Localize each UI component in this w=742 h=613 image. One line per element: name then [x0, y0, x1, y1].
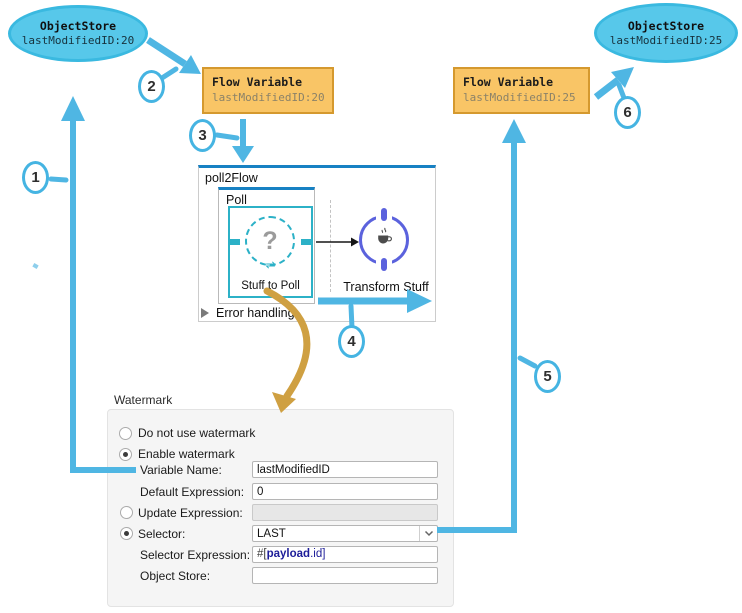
radio-do-not-use-watermark[interactable]	[119, 427, 132, 440]
question-mark-glyph: ?	[262, 226, 278, 255]
stray-mark	[32, 263, 39, 269]
connector-dash-bottom-icon	[381, 258, 387, 271]
chevron-down-icon	[419, 526, 437, 541]
expander-triangle-icon	[201, 308, 209, 318]
step-badge-1: 1	[22, 161, 49, 194]
step-badge-4: 4	[338, 325, 365, 358]
selector-label: Selector:	[138, 527, 186, 541]
flow-variable-start-title: Flow Variable	[212, 75, 303, 89]
object-store-start-value: lastModifiedID:20	[21, 34, 135, 47]
error-handling-label: Error handling	[216, 306, 295, 320]
step-6-arrow	[593, 67, 634, 100]
selector-dropdown-value: LAST	[257, 527, 286, 540]
update-expression-input	[252, 504, 438, 521]
stuff-to-poll-component[interactable]: ? ⇌ Stuff to Poll	[228, 206, 313, 298]
error-handling-expander[interactable]: Error handling	[201, 306, 295, 320]
selector-expression-input[interactable]: #[payload.id]	[252, 546, 438, 563]
default-expression-label: Default Expression:	[140, 485, 245, 499]
selector-expression-label: Selector Expression:	[140, 548, 251, 562]
object-store-end-node: ObjectStore lastModifiedID:25	[594, 3, 738, 63]
object-store-start-node: ObjectStore lastModifiedID:20	[8, 5, 148, 62]
selector-dropdown[interactable]: LAST	[252, 525, 438, 542]
object-store-input[interactable]	[252, 567, 438, 584]
flow-variable-end-title: Flow Variable	[463, 75, 554, 89]
step-badge-3: 3	[189, 119, 216, 152]
expression-object: payload	[266, 548, 311, 560]
step-badge-6: 6	[614, 96, 641, 129]
radio-do-not-use-watermark-label: Do not use watermark	[138, 426, 256, 440]
step-3-arrow	[232, 119, 254, 163]
flow-name: poll2Flow	[205, 171, 258, 185]
object-store-end-value: lastModifiedID:25	[609, 33, 723, 47]
variable-name-input[interactable]	[252, 461, 438, 478]
expression-suffix: .id]	[310, 548, 326, 560]
watermark-panel-title: Watermark	[114, 393, 173, 407]
flow-variable-end-node: Flow Variable lastModifiedID:25	[453, 67, 590, 114]
stuff-to-poll-label: Stuff to Poll	[241, 280, 300, 292]
object-store-start-title: ObjectStore	[39, 19, 117, 33]
connector-dash-top-icon	[381, 208, 387, 221]
exchange-arrows-icon: ⇌	[265, 258, 276, 272]
radio-selector[interactable]	[120, 527, 133, 540]
radio-update-expression[interactable]	[120, 506, 133, 519]
radio-enable-watermark[interactable]	[119, 448, 132, 461]
flow-separator-line	[330, 200, 331, 292]
unknown-endpoint-icon: ?	[245, 216, 295, 266]
transform-stuff-label: Transform Stuff	[343, 280, 429, 294]
flow-variable-end-value: lastModifiedID:25	[463, 91, 576, 104]
poll-left-connector-icon	[228, 239, 240, 245]
transform-stuff-component[interactable]	[357, 208, 411, 271]
update-expression-label: Update Expression:	[138, 506, 243, 520]
radio-enable-watermark-label: Enable watermark	[138, 447, 235, 461]
object-store-end-title: ObjectStore	[627, 18, 705, 33]
variable-name-label: Variable Name:	[140, 463, 222, 477]
poll-right-connector-icon	[301, 239, 313, 245]
step-badge-2: 2	[138, 70, 165, 103]
step-2-arrow	[146, 37, 201, 74]
expression-prefix: #[	[257, 548, 267, 560]
flow-variable-start-value: lastModifiedID:20	[212, 91, 325, 104]
poll-scope-label: Poll	[226, 193, 247, 207]
flow-variable-start-node: Flow Variable lastModifiedID:20	[202, 67, 334, 114]
object-store-label: Object Store:	[140, 569, 211, 583]
default-expression-input[interactable]	[252, 483, 438, 500]
step-badge-5: 5	[534, 360, 561, 393]
coffee-cup-icon	[378, 227, 392, 244]
